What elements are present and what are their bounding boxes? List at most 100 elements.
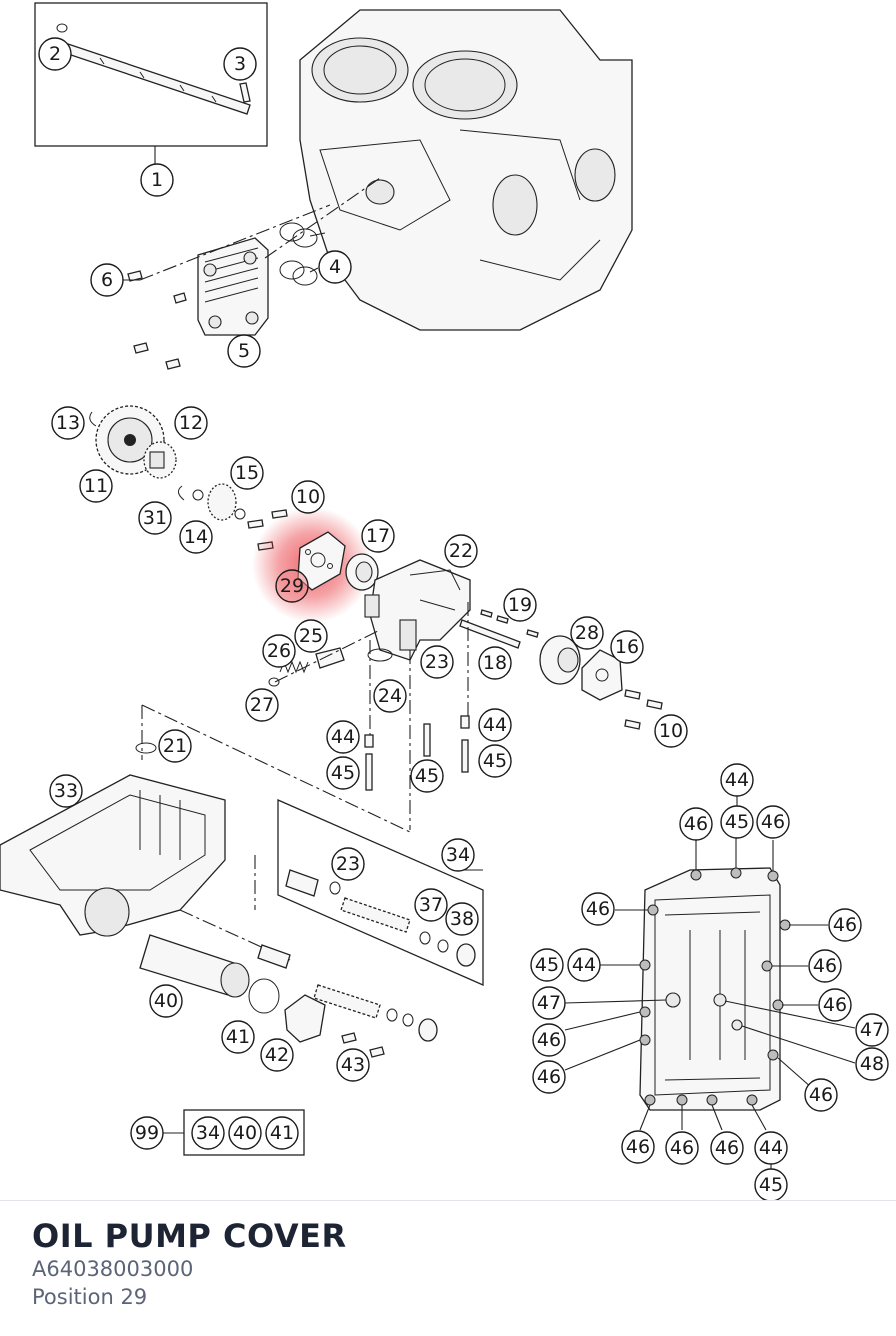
callout-29-highlighted[interactable]: 29: [275, 569, 309, 603]
callout-4[interactable]: 4: [318, 250, 352, 284]
callout-23-lower[interactable]: 23: [331, 847, 365, 881]
kit-item-34[interactable]: 34: [191, 1116, 225, 1150]
pump-bolts-lower: [624, 689, 663, 730]
svg-text:41: 41: [270, 1122, 294, 1144]
callout-26[interactable]: 26: [262, 634, 296, 668]
callout-34[interactable]: 34: [441, 838, 475, 872]
callout-2[interactable]: 2: [38, 37, 72, 71]
svg-text:46: 46: [809, 1084, 833, 1106]
callout-44-sump-top[interactable]: 44: [720, 763, 754, 797]
callout-41[interactable]: 41: [221, 1020, 255, 1054]
callout-46-l[interactable]: 46: [710, 1131, 744, 1165]
studs-and-dowels: [364, 715, 470, 791]
svg-text:26: 26: [267, 640, 291, 662]
leader-lines: [122, 232, 856, 1131]
o-ring-small: [56, 23, 68, 33]
pump-shaft-gear: [143, 441, 177, 479]
callout-99[interactable]: 99: [130, 1116, 164, 1150]
svg-text:10: 10: [659, 720, 683, 742]
oil-pickup-parts: [285, 869, 476, 967]
callout-47-left[interactable]: 47: [532, 986, 566, 1020]
callout-48[interactable]: 48: [855, 1047, 889, 1081]
svg-text:45: 45: [759, 1174, 783, 1196]
callout-31[interactable]: 31: [138, 501, 172, 535]
svg-text:44: 44: [483, 714, 507, 736]
callout-42[interactable]: 42: [260, 1038, 294, 1072]
svg-text:33: 33: [54, 780, 78, 802]
callout-13[interactable]: 13: [51, 406, 85, 440]
part-name: OIL PUMP COVER: [32, 1217, 347, 1255]
callout-27[interactable]: 27: [245, 688, 279, 722]
callout-46-h[interactable]: 46: [532, 1060, 566, 1094]
callout-23-upper[interactable]: 23: [420, 645, 454, 679]
callout-44-sump-left[interactable]: 44: [567, 948, 601, 982]
callout-43[interactable]: 43: [336, 1048, 370, 1082]
svg-text:46: 46: [537, 1029, 561, 1051]
callout-19[interactable]: 19: [503, 588, 537, 622]
callout-46-d[interactable]: 46: [828, 908, 862, 942]
callout-45-right[interactable]: 45: [478, 744, 512, 778]
callout-45-left[interactable]: 45: [326, 756, 360, 790]
svg-text:99: 99: [135, 1122, 159, 1144]
oil-cooler: [197, 237, 269, 336]
svg-text:44: 44: [331, 726, 355, 748]
callout-15[interactable]: 15: [230, 456, 264, 490]
callout-46-j[interactable]: 46: [621, 1130, 655, 1164]
callout-22[interactable]: 22: [444, 534, 478, 568]
callout-44-sump-bottom[interactable]: 44: [754, 1131, 788, 1165]
callout-46-c[interactable]: 46: [581, 892, 615, 926]
callout-46-a[interactable]: 46: [679, 807, 713, 841]
callout-45-sump-top[interactable]: 45: [720, 805, 754, 839]
callout-10-upper[interactable]: 10: [291, 480, 325, 514]
svg-text:46: 46: [684, 813, 708, 835]
callout-18[interactable]: 18: [478, 646, 512, 680]
callout-10-lower[interactable]: 10: [654, 714, 688, 748]
kit-item-40[interactable]: 40: [228, 1116, 262, 1150]
callout-16[interactable]: 16: [610, 630, 644, 664]
callout-25[interactable]: 25: [294, 619, 328, 653]
callout-38[interactable]: 38: [445, 902, 479, 936]
callout-45-mid[interactable]: 45: [410, 759, 444, 793]
callout-44-left[interactable]: 44: [326, 720, 360, 754]
callout-12[interactable]: 12: [174, 406, 208, 440]
callout-46-e[interactable]: 46: [808, 949, 842, 983]
oil-pump-housing: [364, 559, 471, 662]
callout-45-sump-left[interactable]: 45: [530, 948, 564, 982]
callout-5[interactable]: 5: [227, 334, 261, 368]
callout-46-b[interactable]: 46: [756, 805, 790, 839]
svg-text:37: 37: [419, 894, 443, 916]
callout-44-right[interactable]: 44: [478, 708, 512, 742]
callout-33[interactable]: 33: [49, 774, 83, 808]
callout-14[interactable]: 14: [179, 520, 213, 554]
callout-6[interactable]: 6: [90, 263, 124, 297]
svg-text:4: 4: [329, 256, 341, 278]
svg-text:31: 31: [143, 507, 167, 529]
svg-text:44: 44: [725, 769, 749, 791]
svg-text:46: 46: [586, 898, 610, 920]
callout-21[interactable]: 21: [158, 729, 192, 763]
callout-46-g[interactable]: 46: [532, 1023, 566, 1057]
svg-text:46: 46: [833, 914, 857, 936]
callout-24[interactable]: 24: [373, 679, 407, 713]
svg-text:46: 46: [537, 1066, 561, 1088]
callout-45-sump-bottom[interactable]: 45: [754, 1168, 788, 1200]
svg-text:41: 41: [226, 1026, 250, 1048]
lower-crankcase: [0, 774, 226, 937]
svg-text:46: 46: [670, 1137, 694, 1159]
callout-46-i[interactable]: 46: [804, 1078, 838, 1112]
callout-46-f[interactable]: 46: [818, 988, 852, 1022]
pump-rotor: [345, 553, 379, 591]
callout-1[interactable]: 1: [140, 163, 174, 197]
callout-3[interactable]: 3: [223, 47, 257, 81]
svg-text:34: 34: [446, 844, 470, 866]
callout-17[interactable]: 17: [361, 519, 395, 553]
callout-46-k[interactable]: 46: [665, 1131, 699, 1165]
callout-28[interactable]: 28: [570, 616, 604, 650]
callout-40[interactable]: 40: [149, 984, 183, 1018]
callout-47-right[interactable]: 47: [855, 1013, 889, 1047]
callout-37[interactable]: 37: [414, 888, 448, 922]
kit-item-41[interactable]: 41: [265, 1116, 299, 1150]
callout-11[interactable]: 11: [79, 469, 113, 503]
svg-text:42: 42: [265, 1044, 289, 1066]
exploded-parts-diagram: 1 2 3 4 5 6 13 12 11 15 31 14 10 17 22 2…: [0, 2, 889, 1200]
